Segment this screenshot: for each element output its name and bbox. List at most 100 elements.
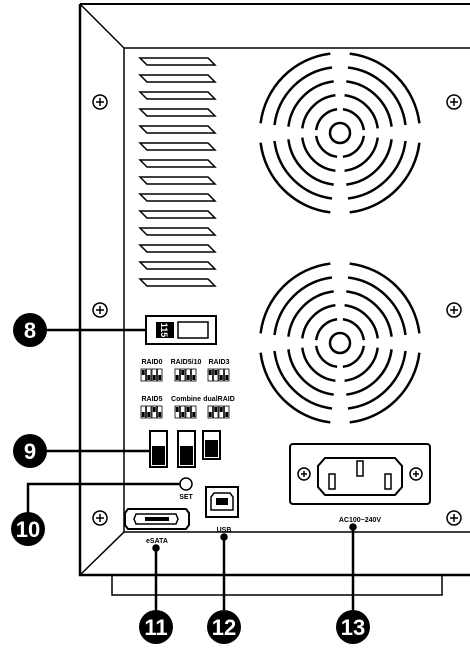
- fan-grille-arc: [259, 142, 331, 214]
- dip-lever: [214, 407, 218, 412]
- svg-text:10: 10: [16, 517, 40, 542]
- svg-text:8: 8: [24, 318, 36, 343]
- dip-lever: [158, 375, 162, 380]
- screw-icon: [446, 510, 462, 526]
- set-button[interactable]: SET: [179, 477, 194, 501]
- vent-slot: [138, 142, 217, 151]
- dip-lever: [175, 407, 179, 412]
- fan-grille-arc: [301, 347, 336, 382]
- screw-icon: [409, 467, 423, 481]
- screw-icon: [92, 302, 108, 318]
- fan-grille-arc: [273, 276, 333, 336]
- fan-grille-arc: [344, 94, 379, 129]
- dip-lever: [141, 370, 145, 375]
- raid-switch-3: [202, 430, 221, 460]
- fan-grille-arc: [349, 262, 421, 334]
- callout-11: 11: [139, 610, 173, 644]
- callout-13: 13: [336, 610, 370, 644]
- fan-grille-arc: [344, 304, 379, 339]
- usb-port[interactable]: USB: [205, 486, 239, 534]
- fan-grille-arc: [349, 352, 421, 424]
- dip-lever: [225, 412, 229, 417]
- vent-slot: [138, 108, 217, 117]
- vent-slot: [138, 278, 217, 287]
- ac-power-inlet[interactable]: AC100~240V: [289, 443, 431, 524]
- dip-lever: [152, 375, 156, 380]
- fan-grille-arc: [314, 135, 338, 159]
- vent-slot: [138, 176, 217, 185]
- screw-icon: [92, 510, 108, 526]
- fan-grille-arc: [287, 349, 334, 396]
- fan-grille-arc: [342, 345, 366, 369]
- callout-12: 12: [207, 610, 241, 644]
- dip-lever: [186, 407, 190, 412]
- svg-text:12: 12: [212, 615, 236, 640]
- raid-mode-label: dualRAID: [203, 396, 235, 403]
- fan-grille-arc: [259, 52, 331, 124]
- svg-text:9: 9: [24, 439, 36, 464]
- fan-grille-arc: [349, 142, 421, 214]
- dip-lever: [147, 375, 151, 380]
- raid-mode-label: RAID0: [141, 359, 162, 366]
- vent-slot: [138, 244, 217, 253]
- vent-slot: [138, 57, 217, 66]
- screw-icon: [92, 94, 108, 110]
- voltage-switch-label: 115: [159, 323, 169, 338]
- svg-text:13: 13: [341, 615, 365, 640]
- esata-port[interactable]: eSATA: [124, 508, 190, 545]
- dip-lever: [186, 375, 190, 380]
- dip-lever: [192, 375, 196, 380]
- raid-switch-1: [149, 430, 168, 468]
- callout-9: 9: [13, 434, 47, 468]
- vent-slot: [138, 210, 217, 219]
- fan-grille-arc: [342, 317, 366, 341]
- enclosure-body: [78, 3, 470, 596]
- fan-grille-arc: [346, 349, 393, 396]
- dip-lever: [192, 412, 196, 417]
- voltage-selector-switch[interactable]: 115: [145, 315, 217, 345]
- dip-lever: [141, 412, 145, 417]
- fan-grille-arc: [259, 352, 331, 424]
- fan-grille-arc: [314, 345, 338, 369]
- fan-grille-arc: [314, 317, 338, 341]
- dip-lever: [208, 412, 212, 417]
- fan-grille-arc: [349, 52, 421, 124]
- fan-grille-arc: [346, 290, 393, 337]
- fan-grille-arc: [301, 94, 336, 129]
- esata-label: eSATA: [146, 538, 168, 545]
- fan-grille-arc: [347, 276, 407, 336]
- dip-lever: [219, 407, 223, 412]
- dip-lever: [147, 412, 151, 417]
- fan-hub: [328, 121, 352, 145]
- raid-dip-switches[interactable]: [149, 430, 221, 468]
- vent-slot: [138, 227, 217, 236]
- fan-grille-arc: [273, 350, 333, 410]
- fan-grille-arc: [273, 66, 333, 126]
- callout-10: 10: [11, 512, 45, 546]
- vent-slot: [138, 159, 217, 168]
- power-label: AC100~240V: [339, 517, 382, 524]
- fan-grille-arc: [287, 80, 334, 127]
- fan-grille-arc: [344, 347, 379, 382]
- dip-lever: [208, 370, 212, 375]
- vent-slot: [138, 193, 217, 202]
- screw-icons: [92, 94, 462, 526]
- callout-8: 8: [13, 313, 47, 347]
- raid-mode-label: Combine: [171, 396, 201, 403]
- usb-label: USB: [217, 527, 232, 534]
- vent-slot: [138, 74, 217, 83]
- dip-lever: [214, 370, 218, 375]
- fan-grille-arc: [342, 135, 366, 159]
- fan-grille-arc: [344, 137, 379, 172]
- dip-lever: [219, 375, 223, 380]
- dip-lever: [181, 370, 185, 375]
- dip-lever: [152, 407, 156, 412]
- fan-grille-arc: [346, 80, 393, 127]
- fan-grille-arc: [273, 140, 333, 200]
- dip-pattern-icons: [140, 368, 230, 419]
- vent-slot: [138, 261, 217, 270]
- dip-lever: [175, 375, 179, 380]
- svg-text:11: 11: [144, 615, 167, 640]
- fan-grille-arc: [301, 304, 336, 339]
